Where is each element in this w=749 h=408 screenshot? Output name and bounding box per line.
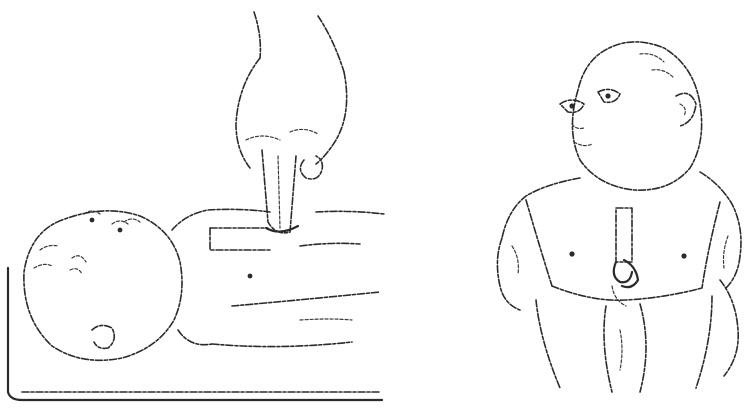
nipple-left-dot [569, 251, 574, 256]
infant-head-left [24, 211, 182, 360]
right-panel-infant-front [497, 42, 741, 392]
infant-neck-shoulder [172, 210, 212, 345]
rescuer-hand [236, 12, 347, 233]
left-panel-infant-supine [8, 12, 384, 400]
infant-head-right [560, 42, 702, 190]
infant-legs [536, 280, 738, 392]
infant-torso [208, 209, 384, 346]
infant-torso-front [526, 200, 720, 306]
nipple-right-dot [681, 253, 686, 258]
sternum-marker [616, 208, 632, 262]
table-surface [8, 268, 382, 400]
navel-dot [248, 274, 253, 279]
infant-arms [497, 172, 741, 310]
compression-point [614, 260, 638, 287]
